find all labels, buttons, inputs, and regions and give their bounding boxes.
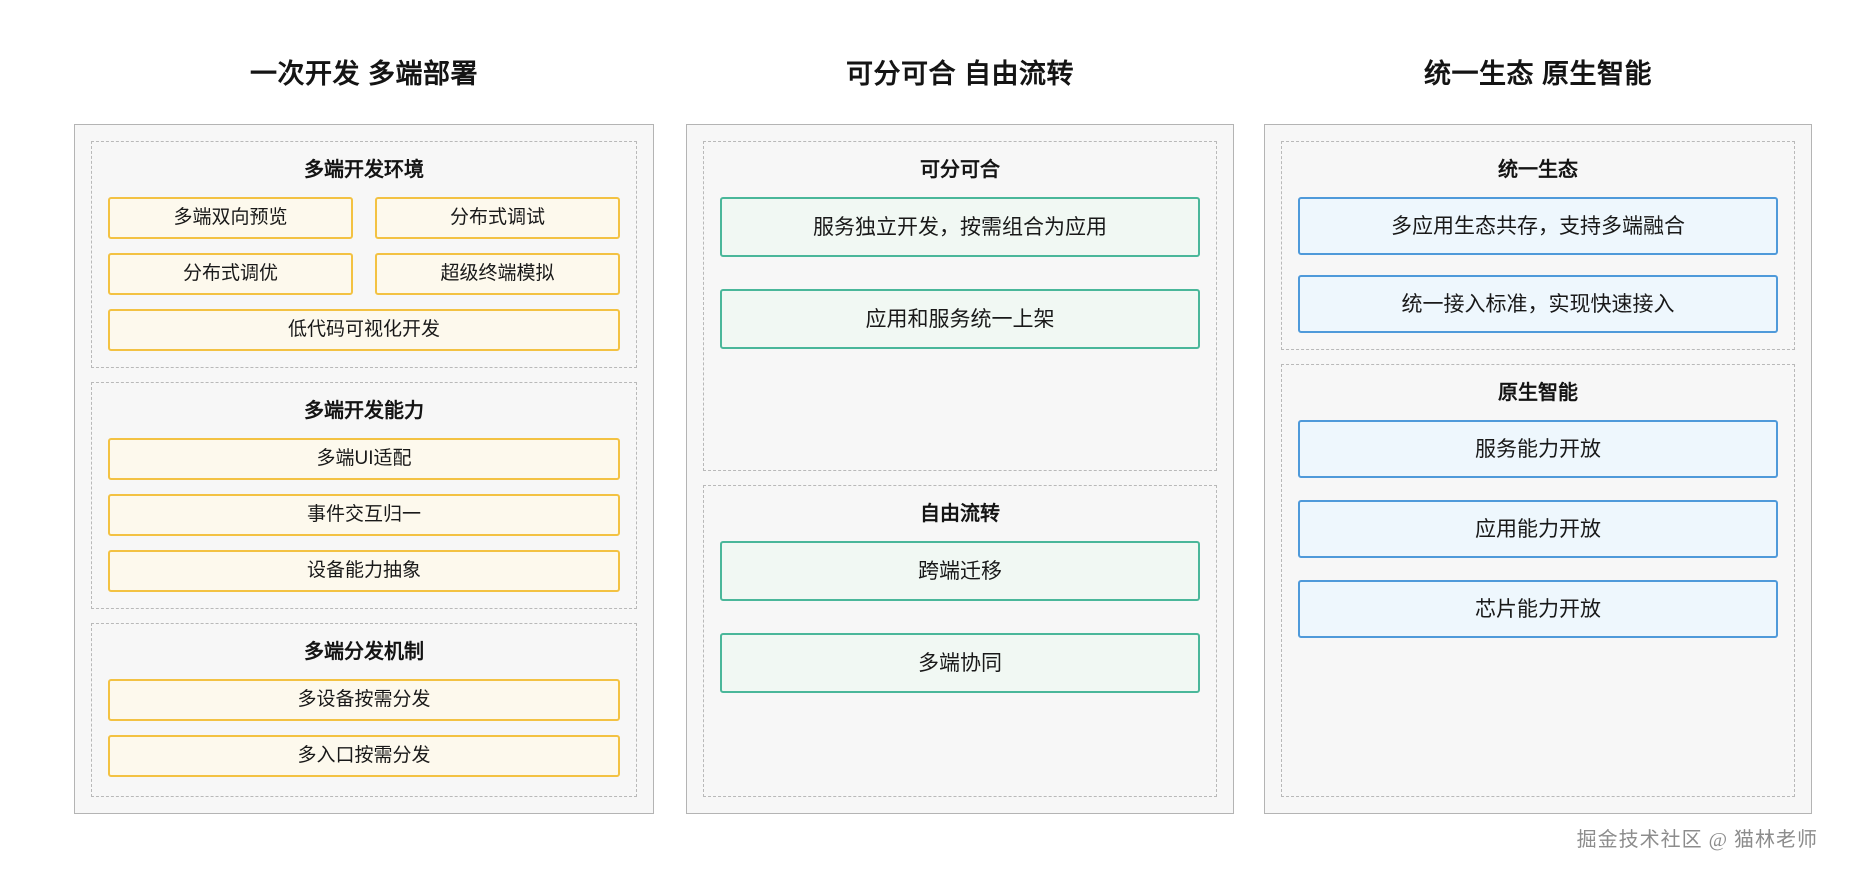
columns-container: 一次开发 多端部署 多端开发环境 多端双向预览 分布式调试 分布式调优 超级终端… xyxy=(74,0,1812,815)
chip-event-interaction-unification[interactable]: 事件交互归一 xyxy=(108,494,620,537)
chip-multi-device-bidirectional-preview[interactable]: 多端双向预览 xyxy=(108,197,353,240)
column-title: 统一生态 原生智能 xyxy=(1423,59,1652,89)
column-title: 一次开发 多端部署 xyxy=(249,59,478,89)
group-rows: 服务能力开放 应用能力开放 芯片能力开放 xyxy=(1298,420,1778,780)
group-title: 可分可合 xyxy=(920,159,1000,182)
group-rows: 多应用生态共存，支持多端融合 统一接入标准，实现快速接入 xyxy=(1298,197,1778,334)
column-unified-ecosystem-native-ai: 统一生态 原生智能 统一生态 多应用生态共存，支持多端融合 统一接入标准，实现快… xyxy=(1264,0,1812,815)
column-title: 可分可合 自由流转 xyxy=(845,59,1074,89)
column-card: 可分可合 服务独立开发，按需组合为应用 应用和服务统一上架 自由流转 跨端迁移 … xyxy=(686,124,1234,815)
group-splittable-combinable: 可分可合 服务独立开发，按需组合为应用 应用和服务统一上架 xyxy=(703,141,1217,472)
group-multi-dev-environment: 多端开发环境 多端双向预览 分布式调试 分布式调优 超级终端模拟 低代码可视化开… xyxy=(91,141,637,369)
chip-row: 多端双向预览 分布式调试 xyxy=(108,197,620,240)
chip-independent-service-development[interactable]: 服务独立开发，按需组合为应用 xyxy=(720,197,1200,258)
column-card: 多端开发环境 多端双向预览 分布式调试 分布式调优 超级终端模拟 低代码可视化开… xyxy=(74,124,654,815)
group-rows: 多端UI适配 事件交互归一 设备能力抽象 xyxy=(108,438,620,593)
group-rows: 多端双向预览 分布式调试 分布式调优 超级终端模拟 低代码可视化开发 xyxy=(108,197,620,352)
chip-super-device-simulation[interactable]: 超级终端模拟 xyxy=(375,253,620,296)
chip-distributed-tuning[interactable]: 分布式调优 xyxy=(108,253,353,296)
chip-service-capability-openness[interactable]: 服务能力开放 xyxy=(1298,420,1778,479)
chip-multi-device-ui-adaptation[interactable]: 多端UI适配 xyxy=(108,438,620,481)
group-multi-dev-capability: 多端开发能力 多端UI适配 事件交互归一 设备能力抽象 xyxy=(91,382,637,610)
chip-chip-capability-openness[interactable]: 芯片能力开放 xyxy=(1298,580,1778,639)
group-title: 多端开发环境 xyxy=(304,159,424,182)
chip-lowcode-visual-development[interactable]: 低代码可视化开发 xyxy=(108,309,620,352)
column-card: 统一生态 多应用生态共存，支持多端融合 统一接入标准，实现快速接入 原生智能 服… xyxy=(1264,124,1812,815)
chip-app-capability-openness[interactable]: 应用能力开放 xyxy=(1298,500,1778,559)
group-free-flow: 自由流转 跨端迁移 多端协同 xyxy=(703,485,1217,798)
group-rows: 服务独立开发，按需组合为应用 应用和服务统一上架 xyxy=(720,197,1200,454)
group-title: 多端分发机制 xyxy=(304,641,424,664)
group-rows: 跨端迁移 多端协同 xyxy=(720,541,1200,780)
group-unified-ecosystem: 统一生态 多应用生态共存，支持多端融合 统一接入标准，实现快速接入 xyxy=(1281,141,1795,351)
watermark: 掘金技术社区 @ 猫林老师 xyxy=(1576,829,1818,851)
chip-multi-device-collaboration[interactable]: 多端协同 xyxy=(720,633,1200,694)
group-title: 自由流转 xyxy=(920,503,1000,526)
group-native-intelligence: 原生智能 服务能力开放 应用能力开放 芯片能力开放 xyxy=(1281,364,1795,798)
chip-row: 分布式调优 超级终端模拟 xyxy=(108,253,620,296)
chip-distributed-debug[interactable]: 分布式调试 xyxy=(375,197,620,240)
chip-unified-access-standard[interactable]: 统一接入标准，实现快速接入 xyxy=(1298,275,1778,334)
chip-multi-entry-on-demand-distribution[interactable]: 多入口按需分发 xyxy=(108,735,620,778)
chip-multi-app-ecosystem-coexistence[interactable]: 多应用生态共存，支持多端融合 xyxy=(1298,197,1778,256)
group-title: 统一生态 xyxy=(1498,159,1578,182)
column-splittable-free-flow: 可分可合 自由流转 可分可合 服务独立开发，按需组合为应用 应用和服务统一上架 … xyxy=(686,0,1234,815)
group-multi-distribution-mechanism: 多端分发机制 多设备按需分发 多入口按需分发 xyxy=(91,623,637,798)
group-rows: 多设备按需分发 多入口按需分发 xyxy=(108,679,620,780)
chip-cross-device-migration[interactable]: 跨端迁移 xyxy=(720,541,1200,602)
column-one-dev-multi-deploy: 一次开发 多端部署 多端开发环境 多端双向预览 分布式调试 分布式调优 超级终端… xyxy=(74,0,654,815)
group-title: 多端开发能力 xyxy=(304,400,424,423)
chip-device-capability-abstraction[interactable]: 设备能力抽象 xyxy=(108,550,620,593)
group-title: 原生智能 xyxy=(1498,382,1578,405)
chip-unified-app-service-listing[interactable]: 应用和服务统一上架 xyxy=(720,289,1200,350)
chip-multi-device-on-demand-distribution[interactable]: 多设备按需分发 xyxy=(108,679,620,722)
